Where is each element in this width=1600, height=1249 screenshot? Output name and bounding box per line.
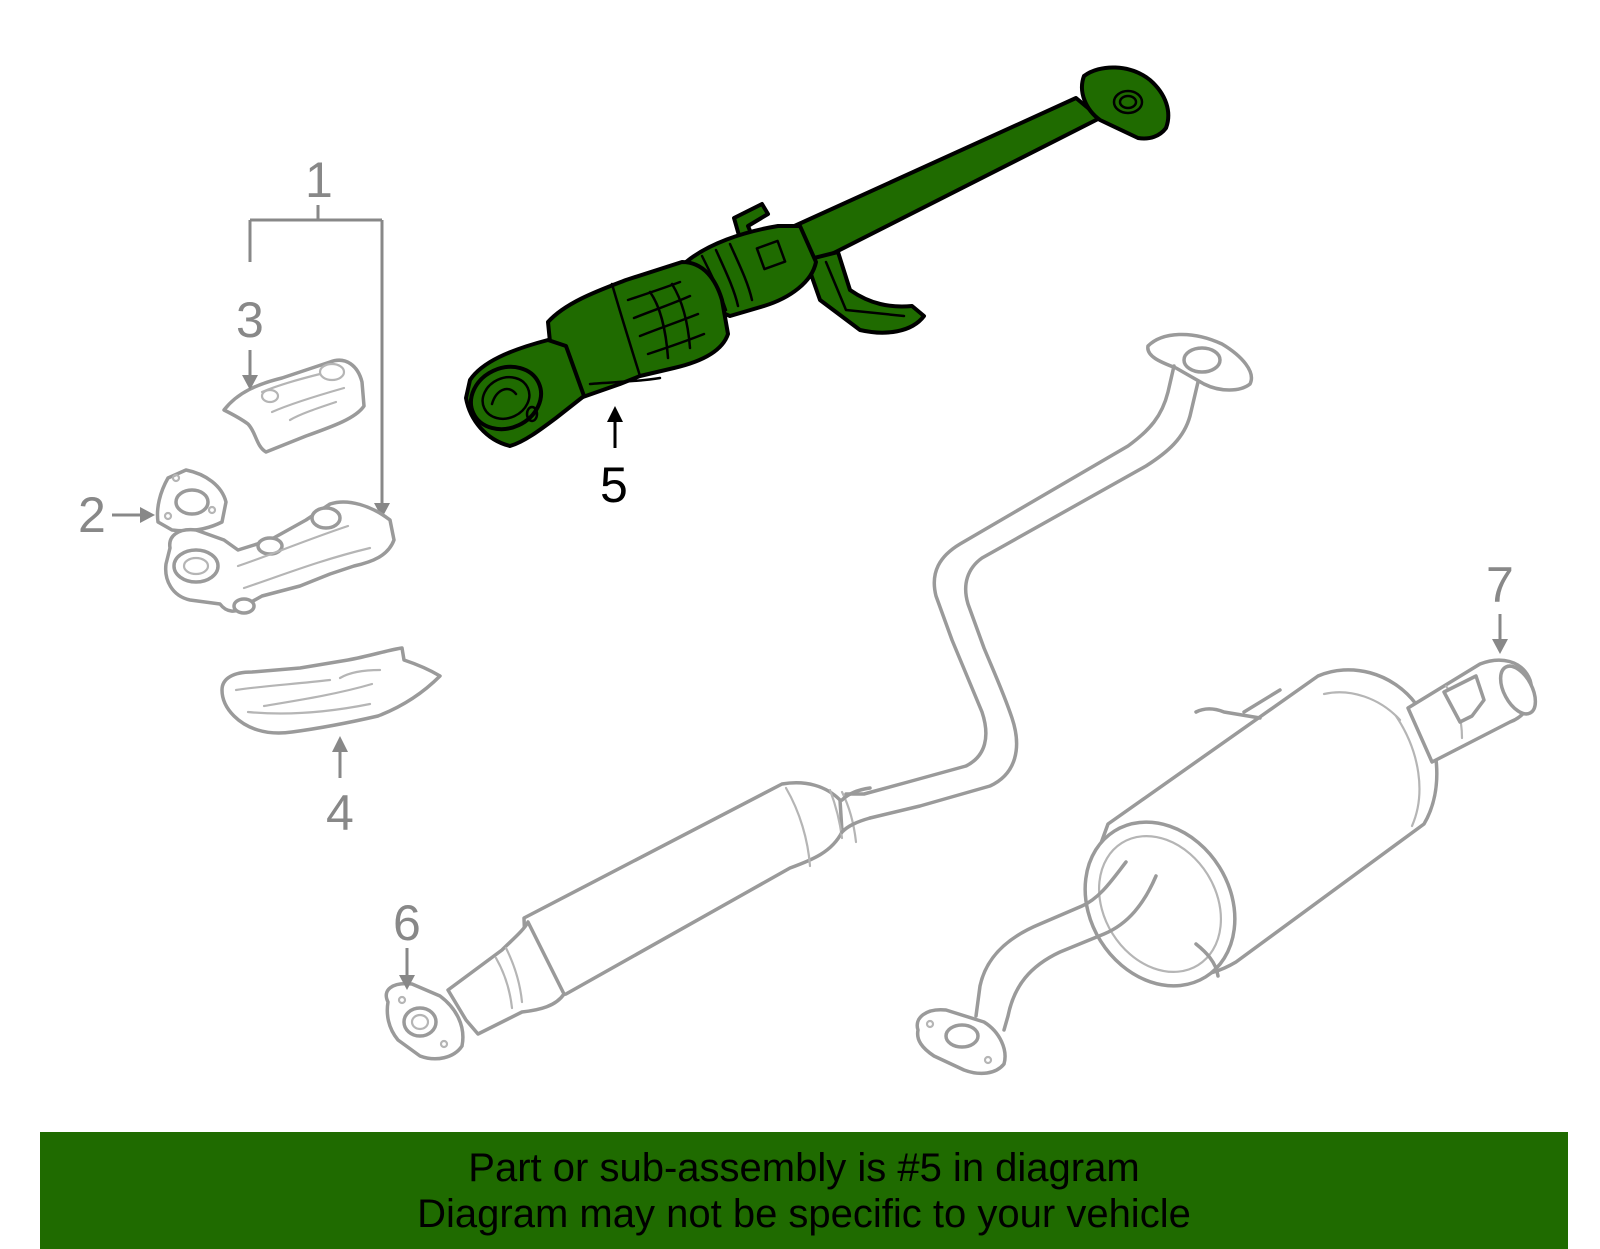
part-4-lower-heat-shield[interactable] (220, 646, 442, 735)
part-3-heat-shield[interactable] (222, 358, 366, 454)
callout-5: 5 (600, 457, 628, 513)
callout-7: 7 (1486, 557, 1514, 613)
part-6-center-pipe-resonator[interactable] (384, 332, 1254, 1061)
part-1-exhaust-manifold[interactable] (163, 500, 396, 615)
banner-line-1: Part or sub-assembly is #5 in diagram (468, 1145, 1140, 1190)
banner-line-2: Diagram may not be specific to your vehi… (417, 1191, 1191, 1236)
part-5-catalytic-converter[interactable] (461, 65, 1171, 448)
part-7-muffler[interactable] (915, 658, 1542, 1076)
callout-7-group: 7 (1486, 557, 1514, 654)
callout-3-group: 3 (236, 292, 264, 390)
callout-3: 3 (236, 292, 264, 348)
callout-2-group: 2 (78, 487, 155, 543)
callout-5-group: 5 (600, 406, 628, 513)
callout-4: 4 (326, 785, 354, 841)
callout-4-group: 4 (326, 736, 354, 841)
callout-1-group: 1 (248, 152, 390, 518)
callout-2: 2 (78, 487, 106, 543)
part-2-gasket[interactable] (155, 468, 228, 533)
callout-6: 6 (393, 895, 421, 951)
info-banner: Part or sub-assembly is #5 in diagram Di… (40, 1132, 1568, 1249)
callout-6-group: 6 (393, 895, 421, 990)
callout-1: 1 (305, 152, 333, 208)
